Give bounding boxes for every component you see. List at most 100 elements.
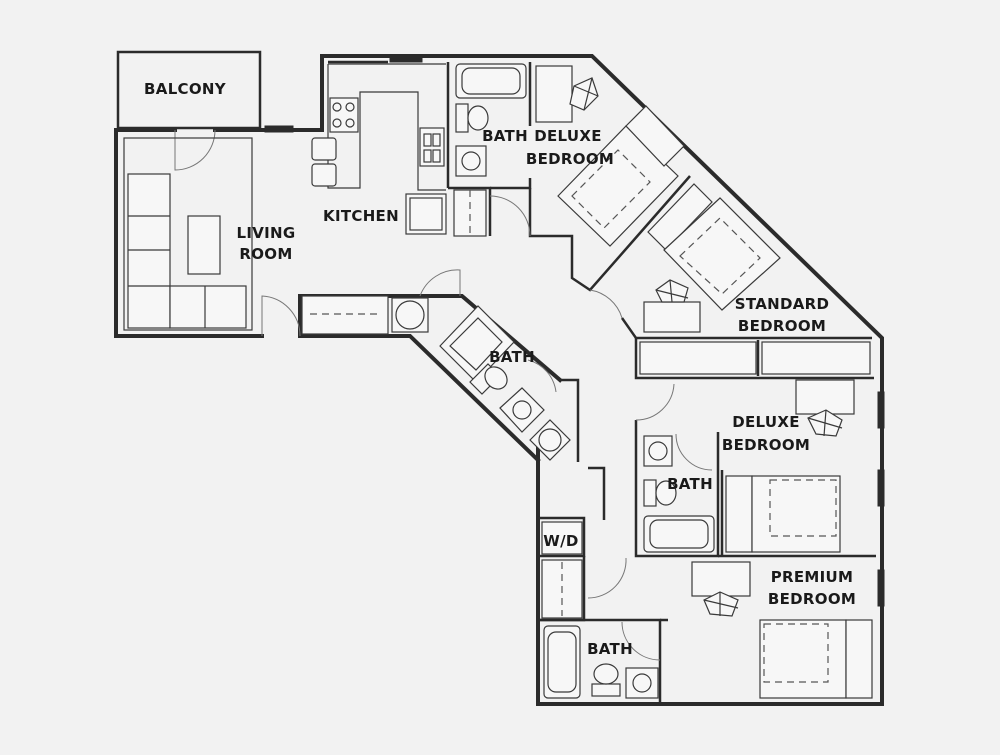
chair-line-d [669, 279, 673, 303]
sofa-horizontal [169, 285, 247, 329]
label-kitchen: KITCHEN [323, 207, 399, 225]
window-deluxe-right-1 [877, 391, 885, 429]
bathtub-center [439, 305, 515, 383]
living-furniture [123, 137, 253, 331]
burner-2 [345, 102, 355, 112]
vanity-basin-right [648, 441, 668, 461]
kitchen-window [389, 55, 423, 63]
balcony-door [174, 129, 216, 171]
vanity-basin-top [461, 151, 481, 171]
interior-walls [446, 62, 876, 704]
premium-door [587, 557, 627, 599]
sink-basin-2 [432, 133, 441, 147]
burner-3 [332, 118, 342, 128]
toilet-tank-top [455, 103, 469, 133]
water-heater-tank [395, 300, 425, 330]
sink-basin-3 [423, 149, 432, 163]
standard-door [589, 289, 623, 319]
bath-top-fixtures [455, 63, 527, 177]
vanity-right [643, 435, 673, 467]
bathtub-top [455, 63, 527, 99]
burner-1 [332, 102, 342, 112]
burner-4 [345, 118, 355, 128]
standard-furniture [639, 183, 871, 375]
wardrobe-deluxe [761, 341, 871, 375]
nightstand-standard [647, 183, 713, 251]
tub-inner-bottom [547, 631, 577, 693]
deluxe-right-furniture [643, 379, 885, 553]
bed-deluxe-right [751, 475, 841, 553]
chair-line-a [573, 85, 599, 97]
room-labels: BALCONY LIVING ROOM KITCHEN BATH DELUXE … [144, 80, 856, 658]
vanity-basin-bottom [632, 673, 652, 693]
hvac-circle [538, 428, 562, 452]
coffee-table [187, 215, 221, 275]
chair-line-f [823, 409, 827, 437]
label-balcony: BALCONY [144, 80, 227, 98]
bed-premium [759, 619, 847, 699]
tub-inner-top [461, 67, 521, 95]
sink-basin-4 [432, 149, 441, 163]
wd-wall [538, 516, 586, 558]
window-deluxe-right-2 [877, 469, 885, 507]
bathtub-right [643, 515, 715, 553]
toilet-top [467, 105, 489, 131]
tub-inner-center [449, 317, 503, 371]
bed-blanket-top [571, 149, 651, 229]
kitchen-fixtures [311, 55, 487, 237]
bath-bottom-fixtures [543, 625, 659, 699]
bed-standard [663, 197, 781, 311]
deluxe-bath-door [675, 433, 713, 471]
living-west-wall [114, 128, 264, 338]
hvac-center [529, 419, 571, 461]
bath-south-wall [490, 178, 532, 190]
deluxe-right-door [635, 383, 675, 421]
toilet-center [484, 366, 508, 390]
label-deluxe-right-2: BEDROOM [722, 436, 810, 454]
bathtub-bottom [543, 625, 581, 699]
bath-bottom-door [621, 621, 661, 661]
label-bath-top: BATH [482, 127, 528, 145]
nightstand-top [625, 105, 685, 167]
label-living-1: LIVING [237, 224, 296, 242]
label-bath-right: BATH [667, 475, 713, 493]
wardrobe-wall [634, 338, 874, 380]
desk-top [535, 65, 573, 123]
entry-door [261, 295, 301, 337]
nightstand-deluxe-right [725, 475, 753, 553]
label-deluxe-right-1: DELUXE [732, 413, 800, 431]
bath-center-door [419, 269, 461, 297]
window-premium [877, 569, 885, 607]
fridge-inner [409, 197, 443, 231]
laundry-area [541, 521, 583, 619]
toilet-tank-bottom [591, 683, 621, 697]
coat-closet [301, 295, 389, 335]
living-inner-line [123, 137, 253, 331]
main-outer-wall [213, 54, 884, 706]
label-wd: W/D [543, 532, 578, 550]
door-swings [174, 129, 713, 661]
corridor-door-wall [588, 466, 606, 520]
deluxe-top-south-wall [528, 175, 691, 292]
desk-deluxe-right [795, 379, 855, 415]
bath-center-fixtures [301, 295, 571, 461]
vanity-basin-center [512, 400, 532, 420]
sink-basin-1 [423, 133, 432, 147]
label-bath-bottom: BATH [587, 640, 633, 658]
stool-1 [311, 137, 337, 161]
refrigerator [405, 193, 447, 235]
sofa-vertical [127, 173, 171, 329]
desk-premium [691, 561, 751, 597]
corridor-east-wall [560, 378, 580, 462]
water-heater [391, 297, 429, 333]
stool-2 [311, 163, 337, 187]
diagonal-north-wall [418, 294, 563, 383]
label-premium-1: PREMIUM [771, 568, 854, 586]
vanity-center [499, 387, 545, 433]
label-living-2: ROOM [239, 245, 292, 263]
chair-line-b [583, 77, 593, 111]
toilet-right [655, 480, 677, 506]
window-north [264, 125, 294, 133]
label-standard-2: BEDROOM [738, 317, 826, 335]
desk-chair-top [569, 77, 599, 111]
